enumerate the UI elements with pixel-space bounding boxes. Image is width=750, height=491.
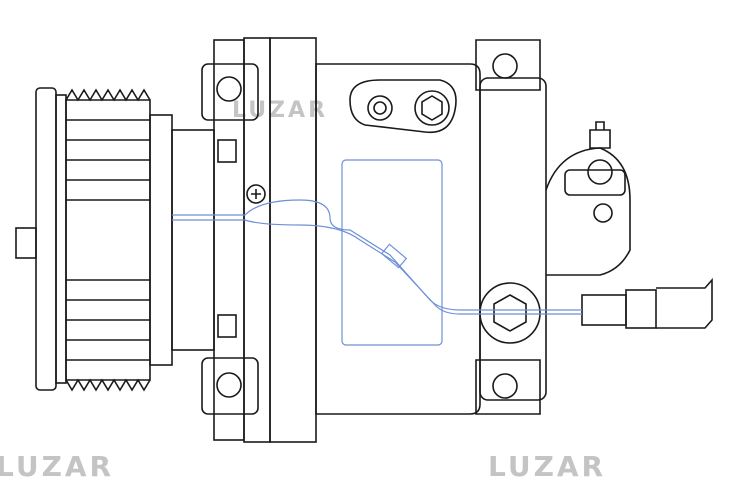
watermark-bottom-right: LUZAR bbox=[488, 450, 607, 483]
watermark-top: LUZAR bbox=[232, 98, 329, 123]
pulley bbox=[15, 87, 215, 392]
connector bbox=[581, 277, 713, 329]
body bbox=[315, 39, 547, 415]
right-bracket bbox=[545, 121, 631, 276]
wiring bbox=[172, 159, 582, 346]
front-housing bbox=[201, 37, 317, 443]
watermark-bottom-left: LUZAR bbox=[0, 450, 115, 483]
